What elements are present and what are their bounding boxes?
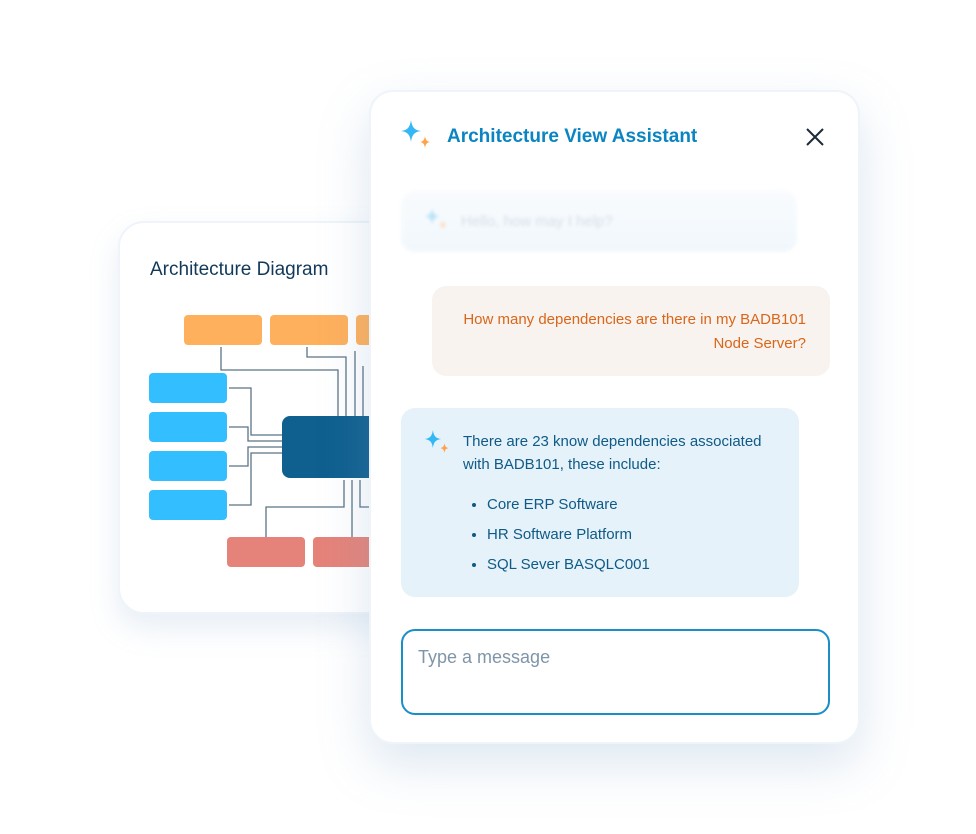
message-text: Hello, how may I help? — [461, 212, 613, 230]
chat-header: Architecture View Assistant — [399, 120, 697, 154]
list-item: HR Software Platform — [487, 520, 779, 550]
diagram-node-orange — [270, 315, 348, 345]
diagram-title: Architecture Diagram — [150, 259, 329, 280]
list-item: SQL Sever BASQLC001 — [487, 550, 779, 580]
diagram-node-blue — [149, 373, 227, 403]
list-item: Core ERP Software — [487, 490, 779, 520]
sparkle-icon — [424, 430, 449, 454]
message-text: There are 23 know dependencies associate… — [463, 433, 762, 473]
sparkle-icon — [401, 120, 430, 148]
diagram-node-blue — [149, 451, 227, 481]
assistant-response-message: There are 23 know dependencies associate… — [401, 408, 799, 597]
user-message: How many dependencies are there in my BA… — [432, 286, 830, 376]
message-input[interactable]: Type a message — [401, 629, 830, 715]
chat-title: Architecture View Assistant — [447, 126, 698, 147]
sparkle-icon — [424, 208, 447, 230]
assistant-greeting-message: Hello, how may I help? — [401, 190, 797, 252]
diagram-node-blue — [149, 490, 227, 520]
message-input-placeholder: Type a message — [418, 647, 551, 667]
diagram-node-red — [227, 537, 305, 567]
close-icon[interactable] — [804, 126, 826, 148]
dependency-list: Core ERP Software HR Software Platform S… — [463, 490, 779, 580]
assistant-chat-panel: Architecture View Assistant Hello, how m… — [369, 90, 860, 744]
diagram-node-orange — [184, 315, 262, 345]
diagram-node-blue — [149, 412, 227, 442]
message-text: How many dependencies are there in my BA… — [463, 311, 806, 352]
